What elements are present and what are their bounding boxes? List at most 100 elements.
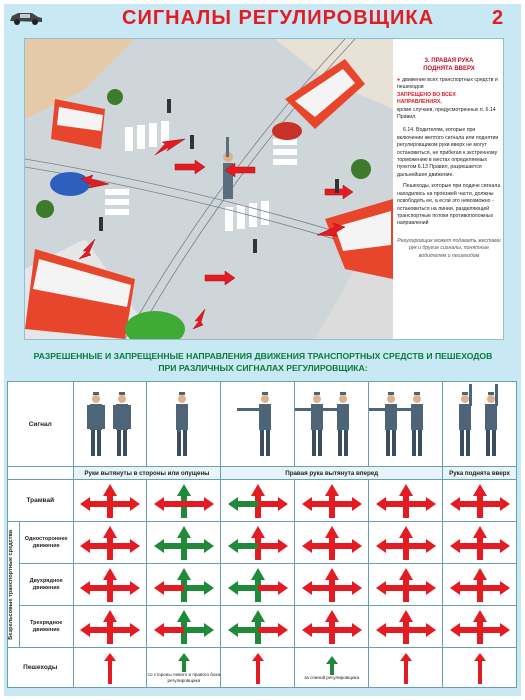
three-lane-label: Трехрядное движение — [18, 605, 74, 648]
vehicle-arrow-icon — [301, 609, 362, 644]
arrow-cell — [442, 521, 517, 564]
side-heading: 3. ПРАВАЯ РУКА ПОДНЯТА ВВЕРХ — [397, 57, 501, 73]
pedestrian-paragraph: Пешеходы, которые при подаче сигнала нах… — [397, 183, 501, 227]
bullet-icon: ● — [397, 77, 401, 83]
tram-arrow-icon — [375, 483, 436, 518]
section-heading-line-2: ПРИ РАЗЛИЧНЫХ СИГНАЛАХ РЕГУЛИРОВЩИКА: — [158, 363, 368, 373]
bullet-text-1: движение всех транспортных средств и пеш… — [397, 77, 498, 91]
category-arm-forward: Правая рука вытянута вперед — [220, 466, 444, 480]
arrow-cell — [442, 479, 517, 522]
intersection-illustration — [25, 39, 393, 339]
arrow-cell — [442, 563, 517, 606]
officer-cell — [72, 381, 148, 467]
officer-arm-up-figure — [459, 384, 499, 456]
officer-arms-down-figure — [86, 392, 131, 456]
rule-paragraph: 6.14. Водителям, которые при включении ж… — [397, 127, 499, 178]
signals-table: Сигнал Руки вытянуты в стороны или опуще… — [7, 381, 517, 688]
officer-side-figure — [176, 392, 189, 456]
officer-arm-forward-figure — [237, 392, 272, 456]
vehicle-arrow-icon — [79, 609, 140, 644]
officer-cell — [368, 381, 444, 467]
vehicle-arrow-icon — [153, 609, 214, 644]
pedestrian-arrow-icon — [103, 652, 116, 684]
vehicle-arrow-icon — [375, 609, 436, 644]
one-way-label: Одностороннее движение — [18, 521, 74, 564]
pedestrian-note-sides: со стороны левого и правого бока регулир… — [147, 672, 221, 683]
tram-row: Трамвай — [7, 479, 517, 522]
category-empty — [7, 466, 74, 480]
arrow-cell — [294, 605, 370, 648]
vehicle-arrow-icon — [227, 525, 288, 560]
arrow-cell — [294, 563, 370, 606]
officer-cell — [146, 381, 222, 467]
arrow-cell — [146, 605, 222, 648]
group-label-cell: Безрельсовые транспортные средства — [7, 521, 20, 648]
arrow-cell — [220, 521, 296, 564]
ped-cell — [72, 647, 148, 688]
arrow-cell — [220, 605, 296, 648]
page-title: СИГНАЛЫ РЕГУЛИРОВЩИКА — [122, 7, 435, 29]
vehicle-arrow-icon — [449, 525, 510, 560]
vehicle-arrow-icon — [153, 525, 214, 560]
ped-cell — [220, 647, 296, 688]
officer-cell — [442, 381, 517, 467]
vehicle-arrow-icon — [227, 609, 288, 644]
one-way-row: Безрельсовые транспортные средства Однос… — [7, 521, 517, 648]
two-lane-row: Двухрядное движение — [8, 563, 517, 606]
arrow-cell — [368, 605, 444, 648]
arrow-cell — [146, 521, 222, 564]
signal-label: Сигнал — [7, 381, 74, 467]
arrow-cell — [72, 563, 148, 606]
page-number: 2 — [492, 7, 504, 29]
pedestrian-arrow-icon — [399, 652, 412, 684]
tram-arrow-icon — [449, 483, 510, 518]
group-label: Безрельсовые транспортные средства — [8, 529, 14, 640]
pedestrian-arrow-icon — [251, 652, 264, 684]
side-text: 3. ПРАВАЯ РУКА ПОДНЯТА ВВЕРХ ●движение в… — [397, 57, 501, 260]
officer-cell — [294, 381, 370, 467]
category-arm-up: Рука поднята вверх — [442, 466, 517, 480]
ped-cell: со стороны левого и правого бока регулир… — [146, 647, 222, 688]
section-heading: РАЗРЕШЕННЫЕ И ЗАПРЕЩЕННЫЕ НАПРАВЛЕНИЯ ДВ… — [24, 350, 502, 374]
signal-row: Сигнал — [7, 381, 517, 467]
officer-cell — [220, 381, 296, 467]
arrow-cell — [368, 521, 444, 564]
vehicle-arrow-icon — [301, 567, 362, 602]
title-bar: СИГНАЛЫ РЕГУЛИРОВЩИКА 2 — [4, 4, 521, 32]
bullet-text-3: кроме случаев, предусмотренных п. 6.14 П… — [397, 106, 496, 121]
vehicle-arrow-icon — [449, 567, 510, 602]
pedestrian-note-back: за спиной регулировщика — [304, 674, 360, 680]
side-heading-line-1: 3. ПРАВАЯ РУКА — [424, 58, 474, 64]
vehicle-arrow-icon — [301, 525, 362, 560]
vehicle-arrow-icon — [79, 567, 140, 602]
tram-arrow-icon — [153, 483, 214, 518]
pedestrian-arrow-icon — [473, 652, 486, 684]
vehicle-arrow-icon — [449, 609, 510, 644]
category-arms-out: Руки вытянуты в стороны или опущены — [72, 466, 222, 480]
note-text: Регулировщик может подавать жестами рук … — [397, 237, 501, 259]
arrow-cell — [146, 479, 222, 522]
three-lane-row: Трехрядное движение — [8, 605, 517, 648]
bullet-text-2: ЗАПРЕЩЕНО ВО ВСЕХ НАПРАВЛЕНИЯХ, — [397, 91, 456, 106]
officer-arm-forward-back-figure — [369, 392, 424, 456]
vehicle-arrow-icon — [375, 525, 436, 560]
arrow-cell — [368, 479, 444, 522]
pedestrian-label: Пешеходы — [7, 647, 74, 688]
bullet-block: ●движение всех транспортных средств и пе… — [397, 77, 501, 121]
arrow-cell — [442, 605, 517, 648]
two-lane-label: Двухрядное движение — [18, 563, 74, 606]
arrow-cell — [220, 563, 296, 606]
poster: СИГНАЛЫ РЕГУЛИРОВЩИКА 2 — [4, 4, 521, 696]
vehicle-arrow-icon — [79, 525, 140, 560]
pedestrian-arrow-icon — [177, 653, 190, 672]
ped-cell — [442, 647, 517, 688]
side-heading-line-2: ПОДНЯТА ВВЕРХ — [423, 66, 475, 72]
arrow-cell — [294, 521, 370, 564]
tram-arrow-icon — [227, 483, 288, 518]
officer-arm-forward-front-figure — [295, 392, 350, 456]
vehicle-arrow-icon — [375, 567, 436, 602]
arrow-cell — [368, 563, 444, 606]
arrow-cell — [72, 521, 148, 564]
arrow-cell — [72, 479, 148, 522]
intersection-panel: 3. ПРАВАЯ РУКА ПОДНЯТА ВВЕРХ ●движение в… — [24, 38, 504, 340]
